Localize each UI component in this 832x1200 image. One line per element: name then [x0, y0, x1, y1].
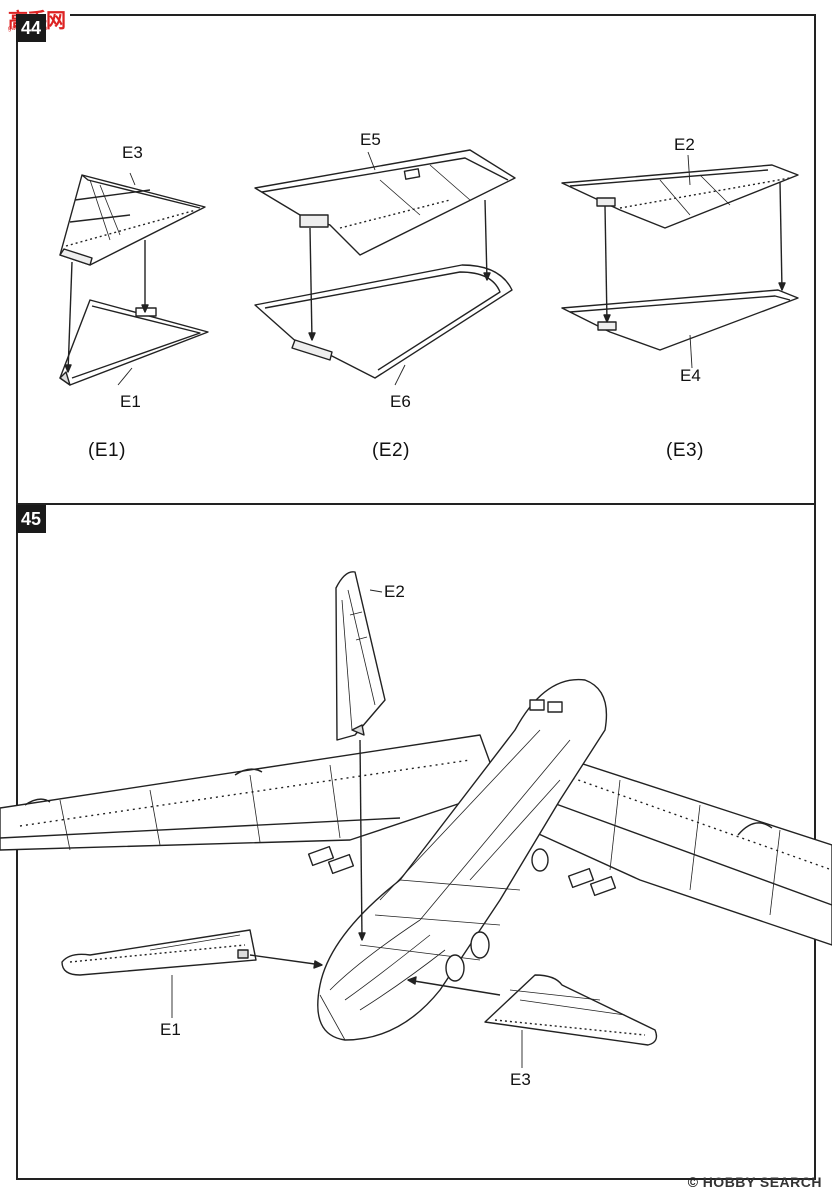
step-divider: [16, 503, 816, 505]
part-label-e4: E4: [680, 366, 701, 385]
step-number-badge-top: 44: [16, 14, 46, 42]
aircraft-drawing: [0, 571, 832, 1046]
instruction-frame: [16, 14, 816, 1180]
footer-watermark: © HOBBY SEARCH: [687, 1174, 822, 1190]
subassembly-e1-drawing: [59, 172, 209, 386]
part-label-right-stabilizer: E3: [510, 1070, 531, 1089]
subassembly-caption-e2: (E2): [372, 440, 410, 461]
subassembly-e2-drawing: [254, 149, 516, 386]
part-label-e2: E2: [674, 135, 695, 154]
step-number: 44: [20, 17, 42, 38]
part-label-left-stabilizer: E1: [160, 1020, 181, 1039]
part-label-e1: E1: [120, 392, 141, 411]
part-label-e6: E6: [390, 392, 411, 411]
subassembly-caption-e1: (E1): [88, 440, 126, 461]
step-number: 45: [20, 508, 42, 529]
watermark-brand: HOBBY SEARCH: [702, 1174, 822, 1190]
part-label-e5: E5: [360, 130, 381, 149]
part-label-e3: E3: [122, 143, 143, 162]
subassembly-e3-drawing: [561, 154, 799, 369]
step-number-badge: 45: [16, 505, 46, 533]
subassembly-caption-e3: (E3): [666, 440, 704, 461]
watermark-prefix: ©: [687, 1174, 699, 1190]
part-label-fin: E2: [384, 582, 405, 601]
